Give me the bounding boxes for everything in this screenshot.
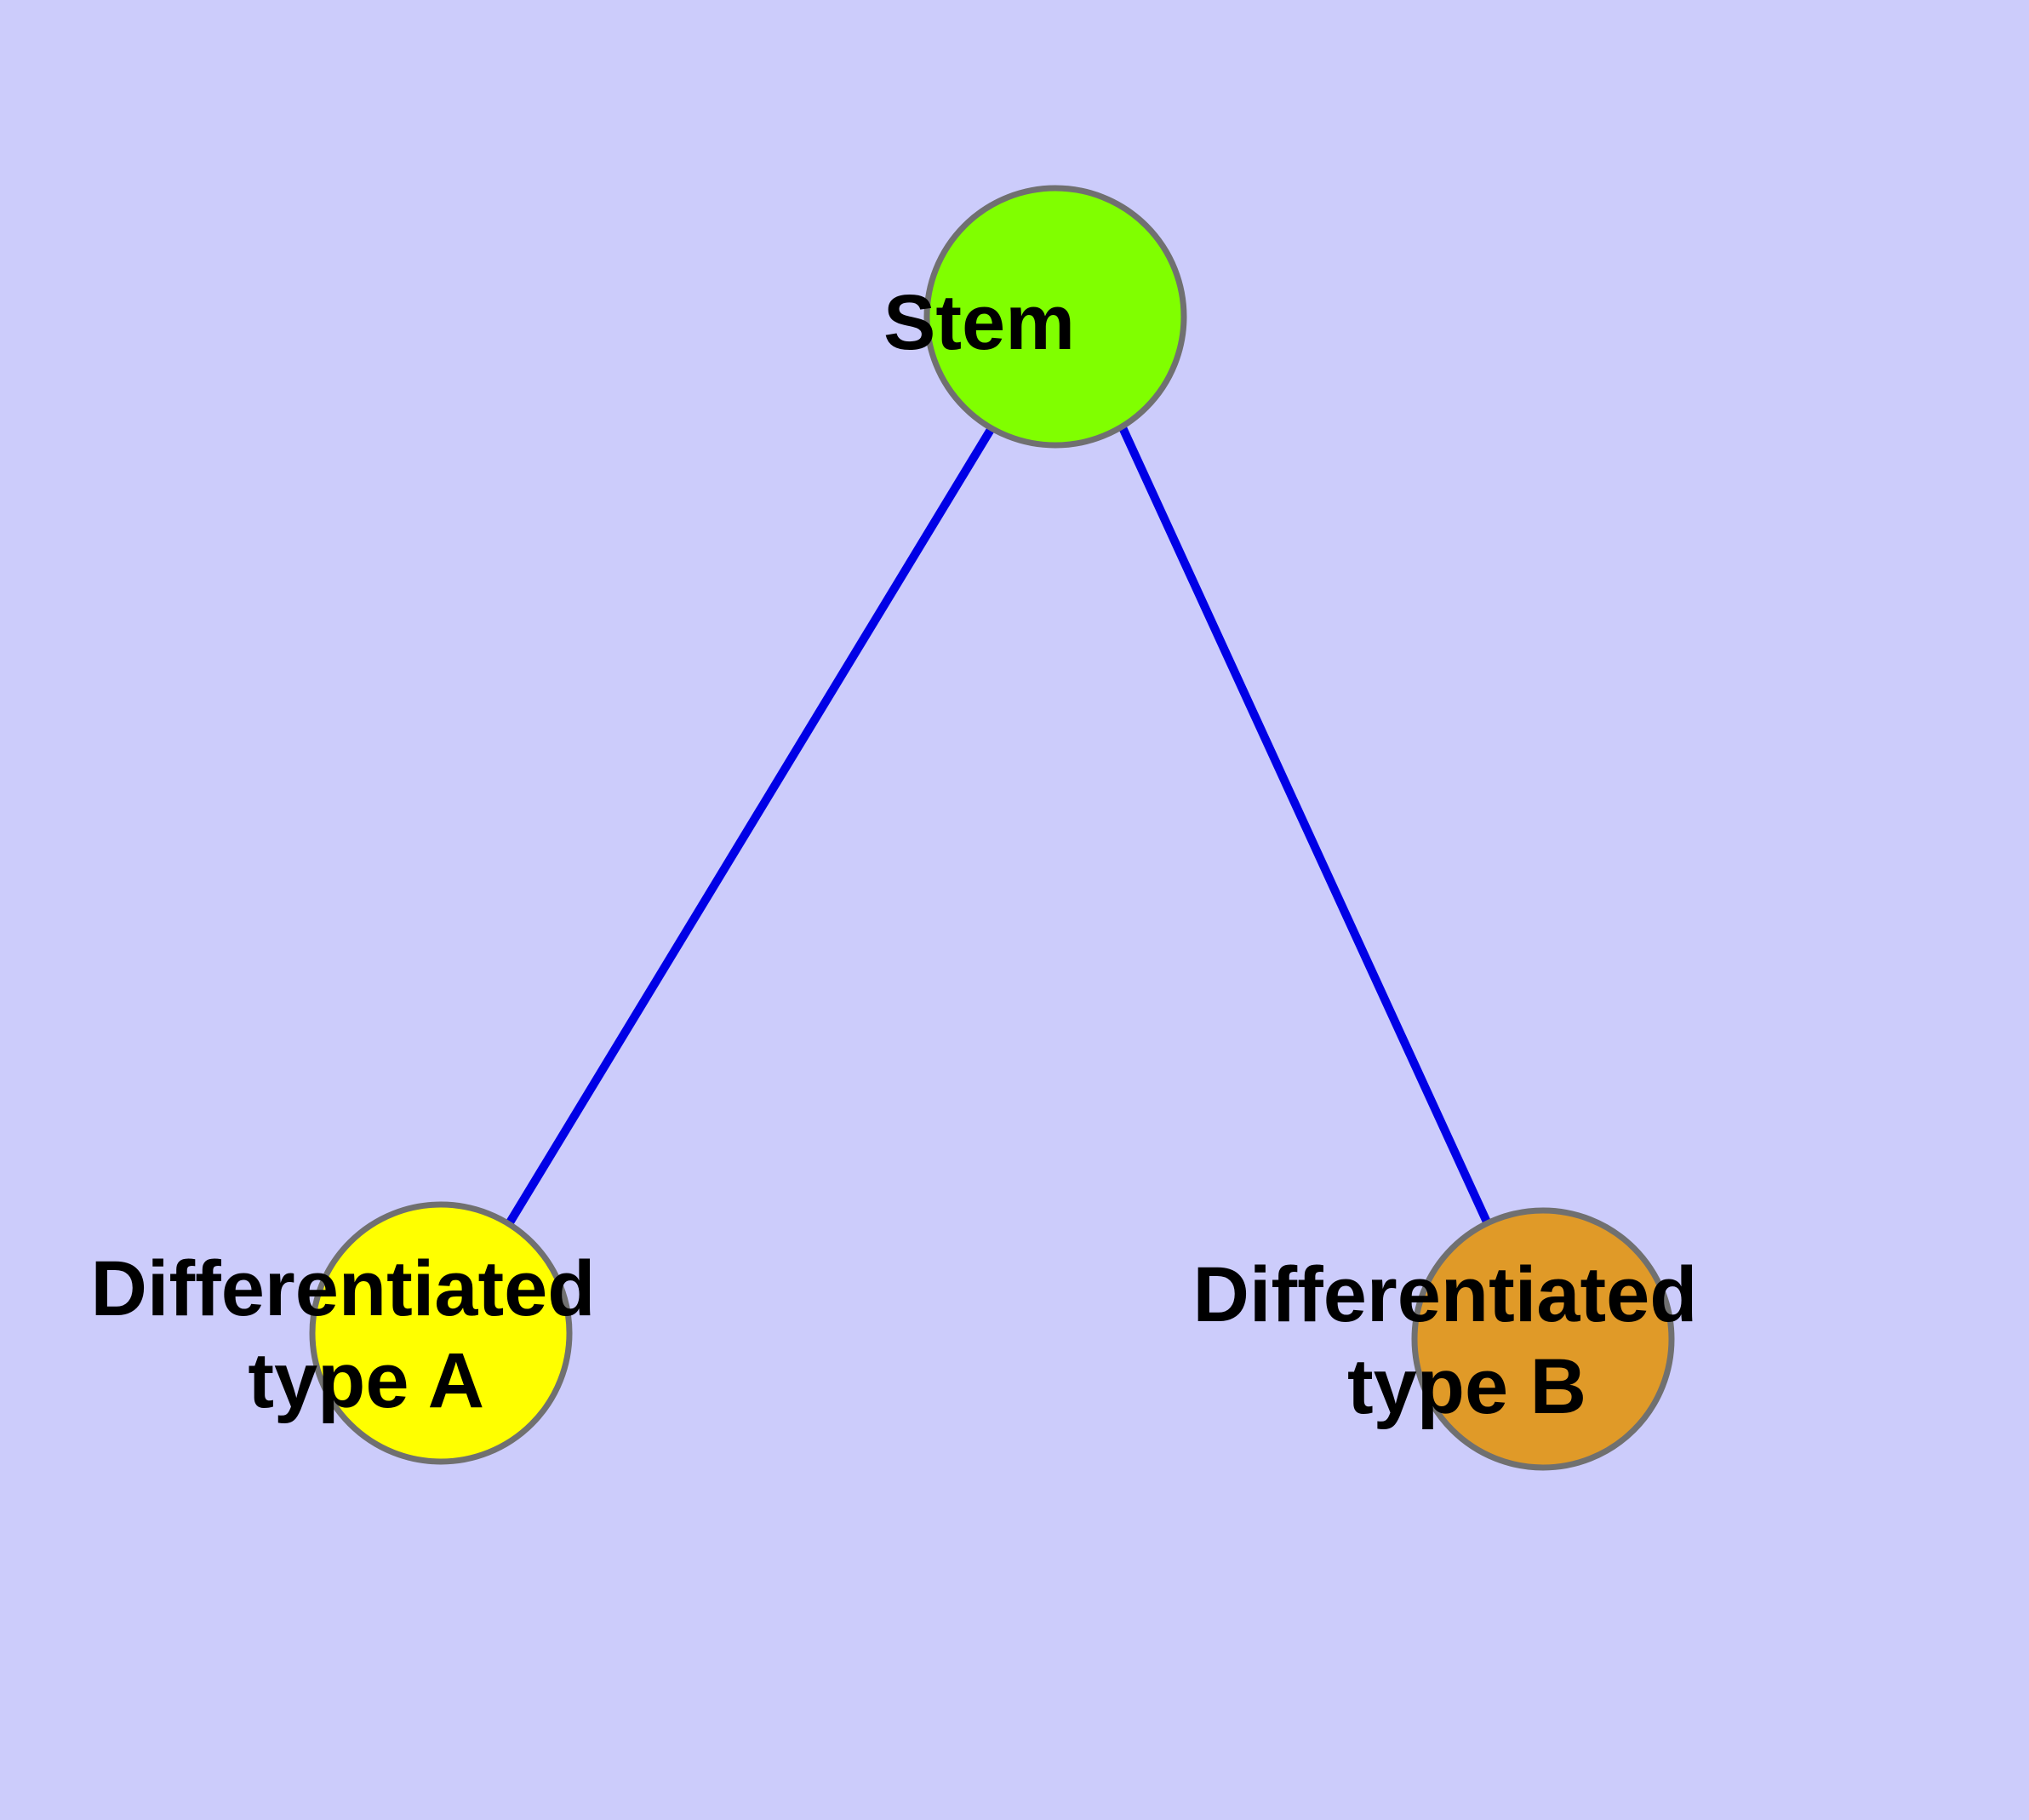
edge-stem-to-differentiated-type-a[interactable] <box>503 421 998 1229</box>
node-differentiated-type-b-label: Differentiated type B <box>1192 1251 1893 1430</box>
node-differentiated-type-a-label: Differentiated type A <box>90 1245 791 1424</box>
node-differentiated-type-b-label-line-1: Differentiated <box>1192 1251 1697 1338</box>
node-stem-circle[interactable] <box>923 185 1187 449</box>
node-layer <box>309 185 1675 1471</box>
node-differentiated-type-a-circle[interactable] <box>309 1201 573 1465</box>
node-differentiated-type-b-circle[interactable] <box>1411 1207 1675 1471</box>
node-differentiated-type-a-label-line-1: Differentiated <box>90 1245 595 1332</box>
node-differentiated-type-a-label-line-2: type A <box>248 1337 483 1424</box>
label-layer: Stem Differentiated type A Differentiate… <box>90 279 1893 1430</box>
node-stem-label: Stem <box>883 279 1227 366</box>
edge-layer <box>503 421 1494 1230</box>
edge-stem-to-differentiated-type-b[interactable] <box>1117 421 1494 1230</box>
node-differentiated-type-b-label-line-2: type B <box>1347 1343 1586 1430</box>
node-stem-label-line-1: Stem <box>883 279 1075 366</box>
